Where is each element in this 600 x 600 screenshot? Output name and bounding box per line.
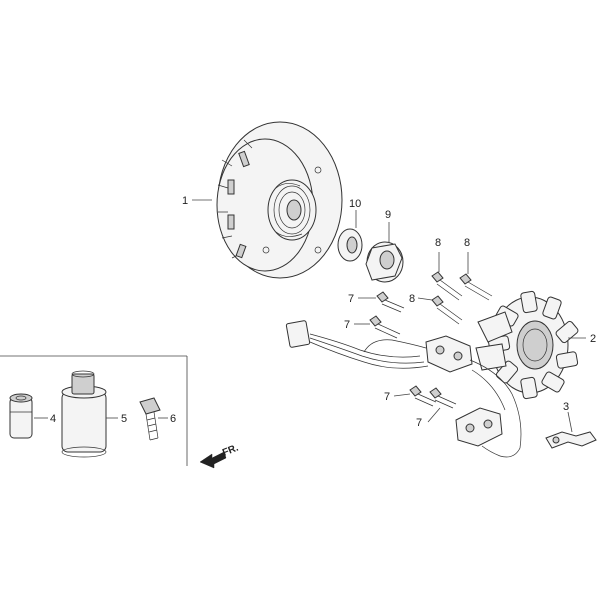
callout-4: 4 [50,413,56,425]
callout-9: 9 [385,209,391,221]
callout-7c: 7 [384,391,390,403]
pulser-generator-lower [455,407,503,447]
front-direction-label: FR. [221,442,240,458]
callout-10: 10 [349,198,361,210]
callout-8a: 8 [435,237,441,249]
callout-5: 5 [121,413,127,425]
callout-7d: 7 [416,417,422,429]
leader-line [567,411,573,433]
stator-bolt [459,273,493,301]
wire-clamp [545,431,597,449]
callout-8c: 8 [409,293,415,305]
front-direction-arrow: FR. [199,442,240,469]
stator-bolt [431,295,463,325]
callout-3: 3 [563,401,569,413]
pulser-bolt [376,291,405,313]
puller-bolt [139,397,161,441]
leader-line [393,393,411,397]
flywheel-rotor [216,121,343,279]
washer [337,228,363,262]
stator-bolt [431,271,463,301]
callout-6: 6 [170,413,176,425]
leader-line [427,407,441,423]
flange-nut [365,241,404,283]
callout-7b: 7 [344,319,350,331]
callout-7a: 7 [348,293,354,305]
callout-8b: 8 [464,237,470,249]
tools-inset-frame [0,355,188,466]
leader-line [417,297,433,301]
pulser-bolt [369,315,401,339]
callout-1: 1 [182,195,188,207]
flywheel-puller [61,370,107,458]
stator-assembly [475,290,579,400]
pulser-bolt [409,385,437,407]
callout-2: 2 [590,333,596,345]
wiring-harness [285,320,522,458]
pulser-bolt [429,387,457,409]
pulser-generator-upper [425,335,473,373]
small-socket [9,393,33,439]
